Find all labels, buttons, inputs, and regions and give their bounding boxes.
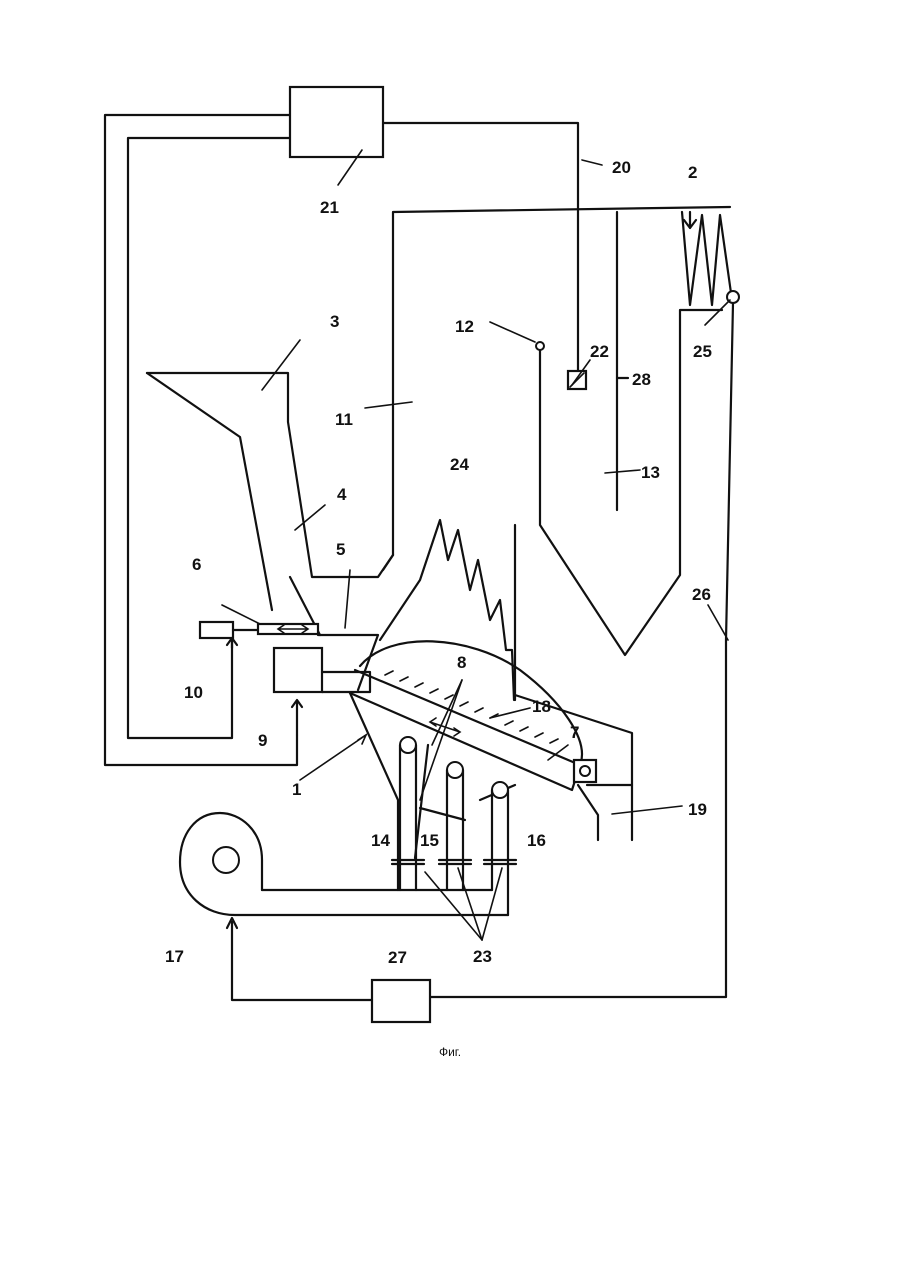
label-8: 8 (457, 653, 466, 672)
label-2: 2 (688, 163, 697, 182)
air-hopper (350, 693, 398, 890)
label-19: 19 (688, 800, 707, 819)
label-6: 6 (192, 555, 201, 574)
label-27: 27 (388, 948, 407, 967)
label-16: 16 (527, 831, 546, 850)
label-25: 25 (693, 342, 712, 361)
drive-9-box (274, 648, 322, 692)
label-20: 20 (612, 158, 631, 177)
label-5: 5 (336, 540, 345, 559)
label-10: 10 (184, 683, 203, 702)
label-15: 15 (420, 831, 439, 850)
top-duct (383, 207, 730, 570)
label-7: 7 (570, 723, 579, 742)
fuel-hopper (147, 373, 393, 577)
label-12: 12 (455, 317, 474, 336)
label-23: 23 (473, 947, 492, 966)
controller-21-box (290, 87, 383, 157)
leader-lines (222, 150, 730, 940)
number-labels: 1 2 3 4 5 6 7 8 9 10 11 12 13 14 15 16 1… (165, 158, 712, 967)
flame-24 (380, 520, 514, 700)
label-1: 1 (292, 780, 301, 799)
label-18: 18 (532, 697, 551, 716)
label-17: 17 (165, 947, 184, 966)
label-4: 4 (337, 485, 347, 504)
signal-line-26 (430, 303, 733, 997)
label-9: 9 (258, 731, 267, 750)
label-26: 26 (692, 585, 711, 604)
label-13: 13 (641, 463, 660, 482)
actuator-10-box (200, 622, 233, 638)
label-24: 24 (450, 455, 469, 474)
label-22: 22 (590, 342, 609, 361)
dampers-23 (392, 860, 516, 864)
figure-caption: Фиг. (0, 1045, 900, 1059)
label-28: 28 (632, 370, 651, 389)
label-3: 3 (330, 312, 339, 331)
label-14: 14 (371, 831, 390, 850)
label-21: 21 (320, 198, 339, 217)
control-lines (105, 115, 578, 765)
controller-27-box (372, 980, 430, 1022)
air-pipes (400, 737, 508, 915)
label-11: 11 (335, 410, 353, 429)
